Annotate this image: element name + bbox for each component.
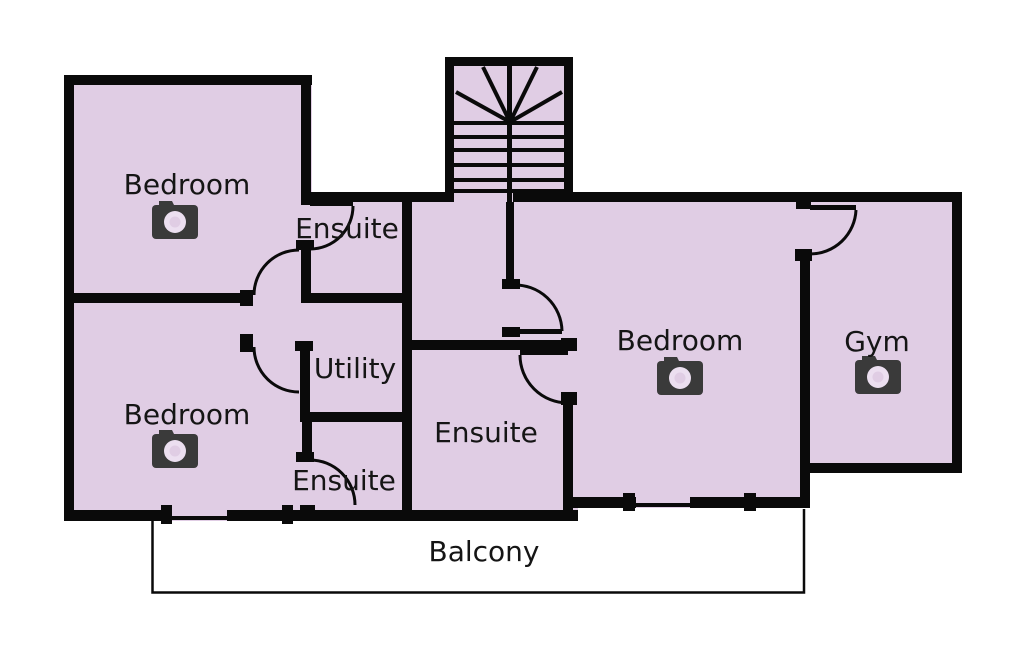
room-label-bedroom-top-left: Bedroom bbox=[124, 168, 251, 201]
stair-center-stringer bbox=[507, 62, 512, 220]
staircase bbox=[454, 62, 564, 220]
camera-icon bbox=[855, 356, 901, 394]
floor-hall-ensuites bbox=[295, 192, 578, 521]
door-arc-ensuite-bottom-left bbox=[309, 458, 357, 506]
camera-icon bbox=[152, 201, 198, 239]
door-arc-bedroom-right bbox=[512, 283, 564, 332]
jambs bbox=[161, 197, 812, 524]
wall-bedroom-divider bbox=[64, 293, 250, 303]
door-arc-bedroom-bottom-left bbox=[252, 346, 300, 394]
window-right-bedroom bbox=[636, 503, 690, 507]
room-label-bedroom-right: Bedroom bbox=[617, 324, 744, 357]
camera-icon bbox=[657, 357, 703, 395]
room-label-bedroom-bottom-left: Bedroom bbox=[124, 398, 251, 431]
floor-gym bbox=[800, 192, 962, 473]
wall-stairs-north bbox=[445, 57, 573, 66]
floor-right-bedroom bbox=[568, 192, 810, 508]
stair-treads bbox=[454, 121, 564, 193]
wall-bedroom-right-south-a bbox=[568, 497, 636, 508]
wall-stairs-east bbox=[564, 57, 573, 197]
room-label-ensuite-top: Ensuite bbox=[295, 212, 399, 245]
door-leaf-ensuite-top bbox=[310, 201, 353, 206]
balcony bbox=[151, 509, 806, 594]
door-arc-bedroom-top-left bbox=[252, 248, 300, 296]
wall-outer-north bbox=[513, 192, 962, 202]
door-leaf-bedroom-right bbox=[512, 329, 562, 334]
room-label-gym: Gym bbox=[844, 325, 910, 358]
wall-outer-east bbox=[952, 192, 962, 473]
wall-bedroom1-east bbox=[301, 75, 311, 205]
room-label-ensuite-bottom-left: Ensuite bbox=[292, 464, 396, 497]
wall-outer-south-a bbox=[64, 510, 172, 521]
wall-utility-west bbox=[300, 343, 310, 414]
wall-central-spine bbox=[402, 192, 412, 521]
wall-stub-bedroom-right bbox=[506, 202, 514, 282]
wall-stairs-west bbox=[445, 57, 454, 202]
camera-icon bbox=[152, 430, 198, 468]
balcony-outline bbox=[151, 509, 806, 594]
wall-utility-south bbox=[300, 412, 412, 422]
room-label-balcony: Balcony bbox=[429, 535, 540, 568]
balcony-area bbox=[153, 521, 803, 592]
wall-stub-ensuite-top bbox=[301, 243, 311, 303]
door-leaf-gym bbox=[810, 205, 856, 210]
windows bbox=[172, 503, 690, 520]
wall-ensuite-mid-north bbox=[402, 340, 577, 350]
doors bbox=[252, 201, 858, 506]
door-arc-gym bbox=[809, 209, 858, 256]
room-label-utility: Utility bbox=[314, 352, 396, 385]
stair-winder-fan bbox=[455, 66, 563, 124]
wall-ensuite-bl-west bbox=[302, 414, 312, 458]
window-left-bedroom bbox=[172, 516, 227, 520]
wall-top-left bbox=[64, 75, 312, 85]
wall-ensuite-top-north bbox=[301, 192, 454, 202]
wall-gym-south bbox=[805, 463, 962, 473]
door-arc-ensuite-top bbox=[309, 205, 355, 251]
room-labels: Bedroom Ensuite Utility Bedroom Ensuite … bbox=[124, 168, 910, 568]
door-leaf-ensuite-middle bbox=[520, 350, 568, 355]
wall-bedroom-gym-divider bbox=[800, 252, 810, 508]
room-label-ensuite-middle: Ensuite bbox=[434, 416, 538, 449]
wall-ensuite-mid-east bbox=[563, 395, 573, 521]
door-arc-ensuite-middle bbox=[518, 354, 569, 405]
wall-ensuite-top-south bbox=[301, 293, 412, 303]
